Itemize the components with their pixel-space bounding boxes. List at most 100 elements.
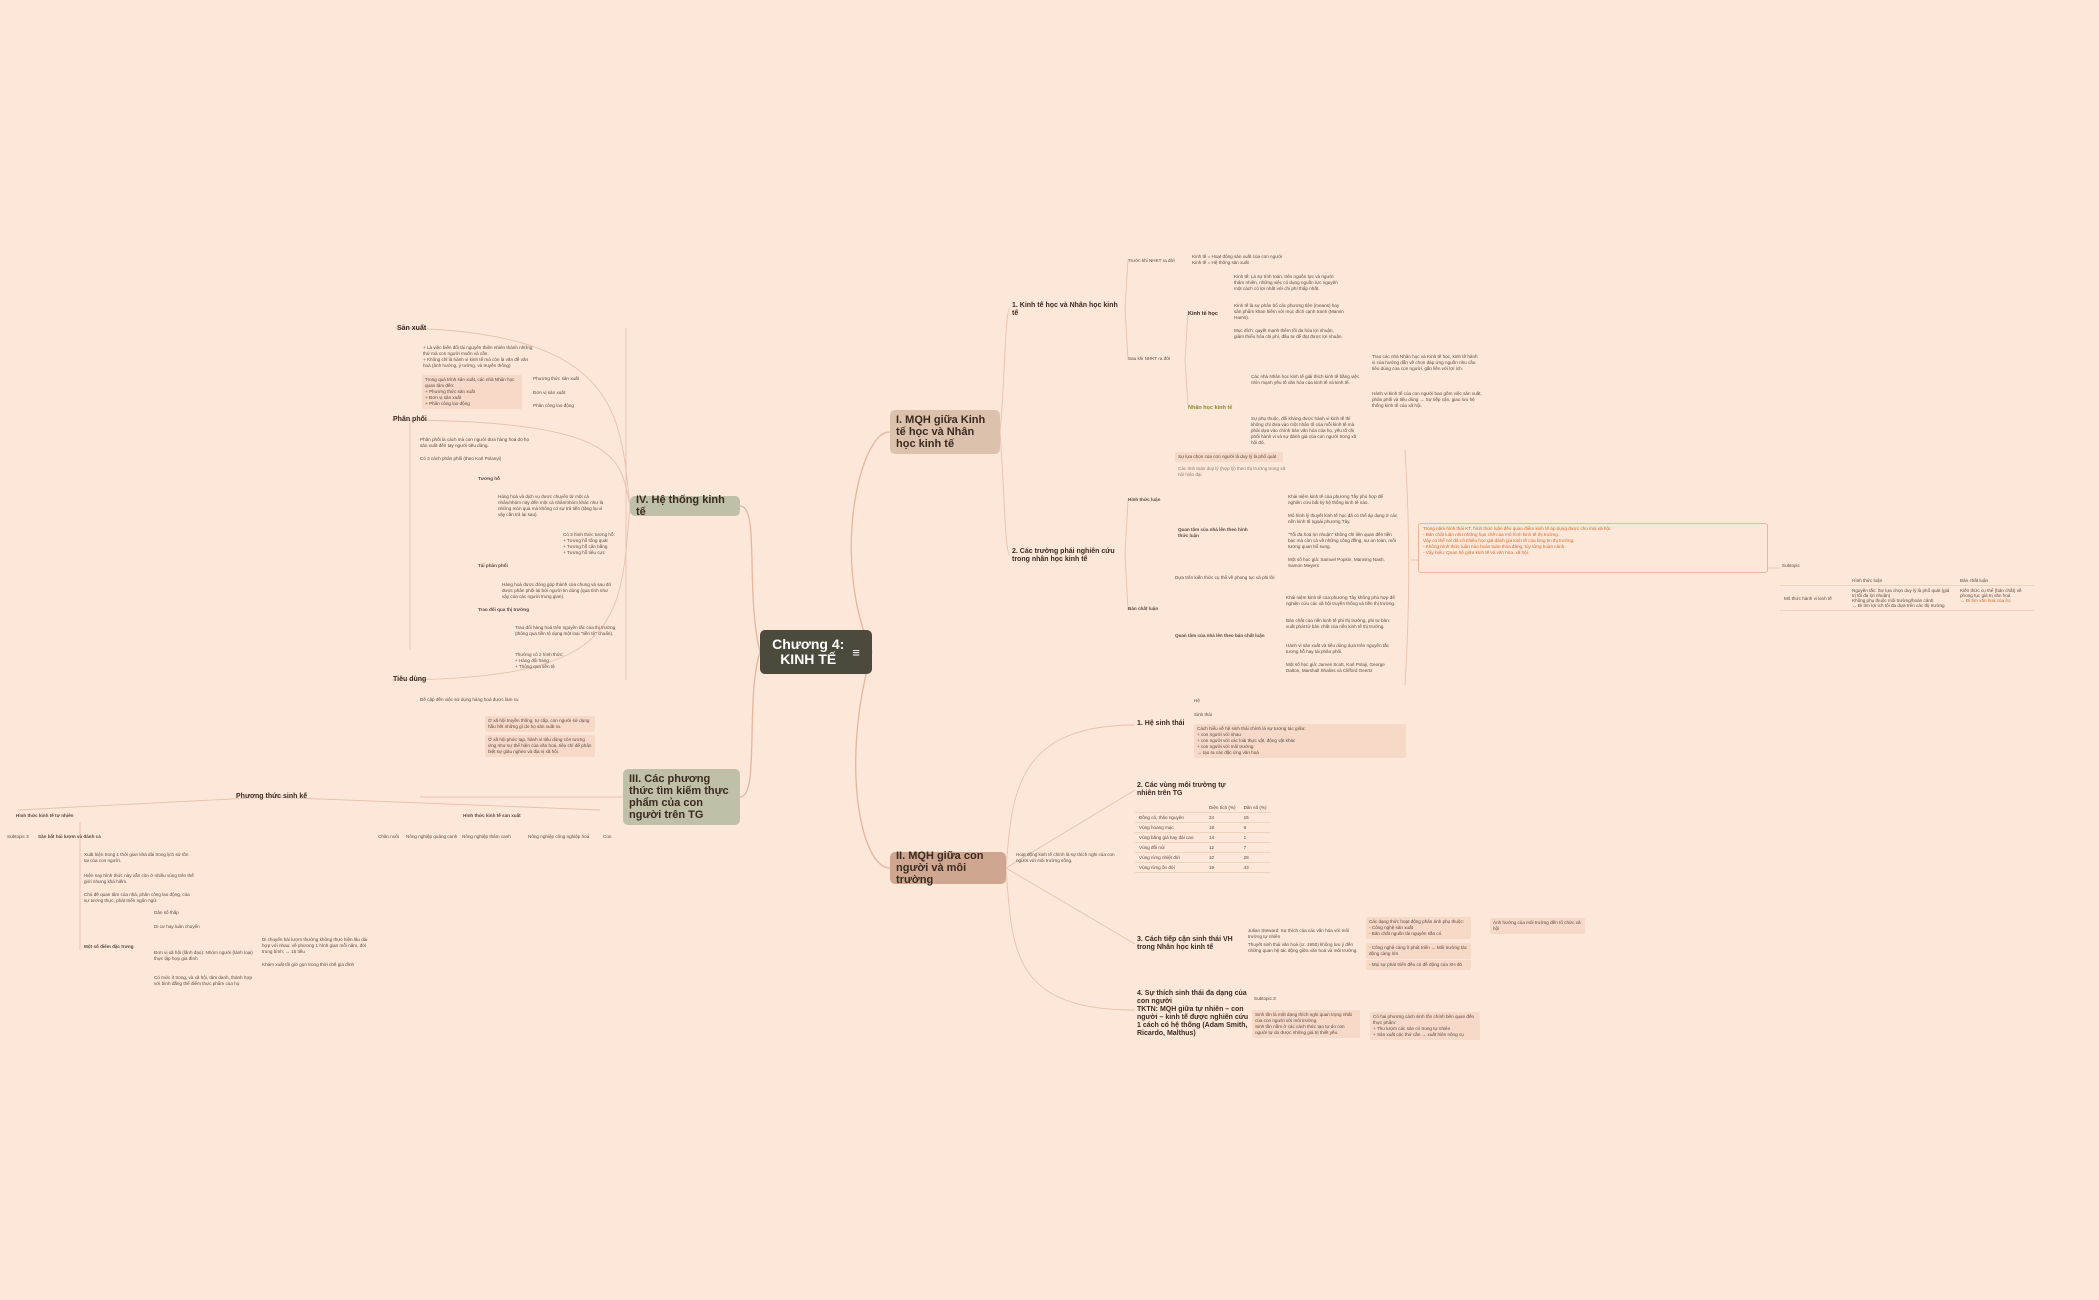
item-nn-cong-nghiep[interactable]: Nông nghiệp công nghiệp hoá xyxy=(528,834,590,839)
text-tpp-1: Hàng hoá được đóng góp thành của chung v… xyxy=(502,582,612,599)
central-title: Chương 4: KINH TẾ xyxy=(772,636,845,667)
item-nn-quang-canh[interactable]: Nông nghiệp quảng canh xyxy=(406,834,458,839)
item-phuong-thuc-sx[interactable]: Phương thức sản xuất xyxy=(533,376,579,381)
cmp-h1: Hình thức luận xyxy=(1848,576,1956,586)
topic-hinh-thuc-luan[interactable]: Hình thức luận xyxy=(1128,497,1161,502)
topic-kt-san-xuat[interactable]: Hình thức kinh tế sản xuất xyxy=(463,813,521,818)
text-bcl-1: Dựa trên kiến thức cụ thể về phong tục v… xyxy=(1175,575,1275,580)
text-pp-2: Có 3 cách phân phối (theo Karl Polanyi) xyxy=(420,456,502,461)
topic-sinh-thai-vh[interactable]: 3. Cách tiếp cận sinh thái VH trong Nhân… xyxy=(1137,936,1233,951)
tbl-cell: 7 xyxy=(1239,842,1271,853)
text-qd-htl-1: Khái niệm kinh tế của phương Tây phù hợp… xyxy=(1288,494,1384,505)
summary-box: Trong năm hình thái KT, hình thức luận đ… xyxy=(1418,523,1768,573)
text-qd-bcl-2: Bản chất của nền kinh tế phi thị trường,… xyxy=(1286,618,1390,629)
menu-icon[interactable]: ≡ xyxy=(852,644,860,660)
text-sbhl-3: Chú đề quan tâm của nhà, phân công lao đ… xyxy=(84,892,190,903)
topic-he-sinh-thai[interactable]: 1. Hệ sinh thái xyxy=(1137,720,1185,727)
item-chan-nuoi[interactable]: Chăn nuôi xyxy=(378,834,399,839)
cmp-c1b: Không phụ thuộc môi trường/hoàn cảnh xyxy=(1852,598,1934,603)
topic-subtopic-3-left[interactable]: Subtopic 3 xyxy=(7,834,29,839)
tbl-cell: 12 xyxy=(1205,842,1240,853)
text-kham-xuat: Khám xuất tối giờ gọn trong thời chế gia… xyxy=(262,962,355,967)
tbl-cell: 19 xyxy=(1205,862,1240,873)
text-qd-htl-3: "Tối đa hoá lợi nhuận" không chỉ liên qu… xyxy=(1288,532,1396,549)
text-ktb-2: Kinh tế là sự phân bổ các phương tiện (m… xyxy=(1234,303,1344,320)
tbl-cell: 1 xyxy=(1239,832,1271,843)
text-tdqtt-2: Thường có 2 hình thức: + Hàng đổi hàng +… xyxy=(515,652,564,669)
branch-he-thong-kt[interactable]: IV. Hệ thống kinh tế xyxy=(630,494,740,518)
tbl-cell: 18 xyxy=(1205,822,1240,833)
text-steward: Julian Steward: Sự thích của các văn hóa… xyxy=(1248,928,1350,939)
text-pp-1: Phân phối là cách mà con người đưa hàng … xyxy=(420,437,530,448)
text-td-1: Đề cập đến việc sử dụng hàng hoá được là… xyxy=(420,697,520,702)
text-ktb-3: Mục đích: quyết mạnh thêm tối đa hóa lợi… xyxy=(1234,328,1343,339)
branch-title: III. Các phương thức tìm kiếm thực phẩm … xyxy=(629,773,729,821)
text-di-cu: Di cư hay luân chuyển xyxy=(154,924,200,929)
text-nhkt-4: Sự phụ thuộc, đối kháng được hành vi kin… xyxy=(1251,416,1357,445)
topic-tieu-dung[interactable]: Tiêu dùng xyxy=(393,676,427,683)
topic-dac-trung[interactable]: Một số điểm đặc trưng xyxy=(84,944,134,949)
text-anh-huong: Ảnh hưởng của môi trường đến tổ chức xã … xyxy=(1490,918,1585,934)
cmp-c2b: → Đi tìm văn hoá của họ xyxy=(1960,598,2011,603)
text-nhkt-1: Các nhà Nhân học kinh tế giải thích kinh… xyxy=(1251,374,1360,385)
topic-san-xuat[interactable]: Sản xuất xyxy=(397,325,427,332)
tbl-cell: Vùng băng giá hay đài cao xyxy=(1135,832,1205,843)
branch-phuong-thuc[interactable]: III. Các phương thức tìm kiếm thực phẩm … xyxy=(623,769,740,825)
topic-thich-sinh-thai[interactable]: 4. Sự thích sinh thái đa dạng của con ng… xyxy=(1137,990,1249,1037)
branch-title: I. MQH giữa Kinh tế học và Nhân học kinh… xyxy=(896,414,986,450)
topic-kinh-te-hoc-nhan-hoc[interactable]: 1. Kinh tế học và Nhân học kinh tế xyxy=(1012,302,1118,317)
text-don-vi-xh: Đơn vị xã hội (lãnh đạo): Nhóm người (là… xyxy=(154,950,253,961)
text-htl-1: Sự lựa chọn của con người là duy lý là p… xyxy=(1175,452,1283,462)
topic-phuong-thuc-sinh-ke[interactable]: Phương thức sinh kế xyxy=(236,793,308,800)
topic-sau-nhkt[interactable]: Sau khi NHKT ra đời xyxy=(1128,356,1171,361)
text-sinh-thai: Sinh thái xyxy=(1194,712,1212,717)
topic-ban-chat-luan[interactable]: Bản chất luận xyxy=(1128,606,1159,611)
text-th-1: Hàng hoá và dịch vụ được chuyển từ một c… xyxy=(498,494,604,517)
branch-title: IV. Hệ thống kinh tế xyxy=(636,494,725,518)
tbl-cell: Vùng đồi núi xyxy=(1135,842,1205,853)
item-nn-tham-canh[interactable]: Nông nghiệp thâm canh xyxy=(462,834,511,839)
tbl-cell: 43 xyxy=(1239,862,1271,873)
item-con[interactable]: Con xyxy=(603,834,612,839)
topic-tai-phan-phoi[interactable]: Tái phân phối xyxy=(478,563,508,568)
text-htl-2: Các tính toán duy lý (hợp lý) theo thị t… xyxy=(1178,466,1286,477)
cmp-c1a: Nguyên tắc: Sự lựa chọn duy lý là phổ qu… xyxy=(1852,588,1950,598)
text-tdqtt-1: Trao đổi hàng hoá trên nguyên tắc của th… xyxy=(515,625,616,636)
text-dan-so: Dân số thấp xyxy=(154,910,179,915)
item-phan-cong-ld[interactable]: Phân công lao động xyxy=(533,403,574,408)
tbl-cell: Vùng rừng nhiệt đới xyxy=(1135,852,1205,863)
tbl-cell: 10 xyxy=(1205,852,1240,863)
text-qd-htl-2: Mô hình lý thuyết kinh tế học đã có thể … xyxy=(1288,513,1398,524)
text-qd-bcl-3: Hành vi sản xuất và tiêu dùng dựa trên n… xyxy=(1286,643,1389,654)
tbl-cell: 14 xyxy=(1205,832,1240,843)
topic-trao-doi-tt[interactable]: Trao đổi qua thị trường xyxy=(478,607,529,612)
topic-qd-htl[interactable]: Quan tâm của nhà lên theo hình thức luận xyxy=(1178,527,1248,538)
cmp-c1c: → Đi tìm lợi ích tối đa dựa trên các thị… xyxy=(1852,603,1945,608)
topic-truong-phai[interactable]: 2. Các trường phái nghiên cứu trong nhân… xyxy=(1012,548,1115,563)
text-intro-moi-truong: Hoạt động kinh tế chính là sự thích nghi… xyxy=(1016,852,1115,863)
topic-san-bat[interactable]: Săn bắt hái lượm và đánh cá xyxy=(38,834,101,839)
topic-subtopic-3[interactable]: Subtopic 3 xyxy=(1254,996,1276,1001)
topic-phan-phoi[interactable]: Phân phối xyxy=(393,416,427,423)
central-topic[interactable]: Chương 4: KINH TẾ ≡ xyxy=(760,630,872,674)
text-sbhl-2: Hiện nay hình thức này vẫn còn ở nhiều v… xyxy=(84,873,194,884)
topic-qd-bcl[interactable]: Quan tâm của nhà lên theo bản chất luận xyxy=(1175,633,1265,638)
tbl-h2: Dân số (%) xyxy=(1239,803,1271,813)
text-phuong-cach: Có hai phương cách sinh tồn chính bên qu… xyxy=(1370,1012,1480,1040)
cmp-row-label: Mô thức hành vi kinh tế xyxy=(1780,585,1848,611)
topic-kt-tu-nhien[interactable]: Hình thức kinh tế tự nhiên xyxy=(16,813,74,818)
topic-kinh-te-hoc[interactable]: Kinh tế học xyxy=(1188,311,1218,317)
topic-vung-moi-truong[interactable]: 2. Các vùng môi trường tự nhiên trên TG xyxy=(1137,782,1226,797)
item-don-vi-sx[interactable]: Đơn vị sản xuất xyxy=(533,390,566,395)
tbl-cell: 15 xyxy=(1239,812,1271,823)
branch-mqh-moi-truong[interactable]: II. MQH giữa con người và môi trường xyxy=(890,850,1006,886)
branch-mqh-kinh-te[interactable]: I. MQH giữa Kinh tế học và Nhân học kinh… xyxy=(890,410,1000,454)
tbl-cell: Vùng rừng ôn đới xyxy=(1135,862,1205,873)
topic-tuong-ho[interactable]: Tương hỗ xyxy=(478,476,500,481)
topic-truoc-nhkt[interactable]: Trước khi NHKT ra đời xyxy=(1128,258,1175,263)
topic-nhan-hoc-kinh-te[interactable]: Nhân học kinh tế xyxy=(1188,405,1233,411)
tbl-cell: 24 xyxy=(1205,812,1240,823)
topic-subtopic-right[interactable]: Subtopic xyxy=(1782,563,1800,568)
